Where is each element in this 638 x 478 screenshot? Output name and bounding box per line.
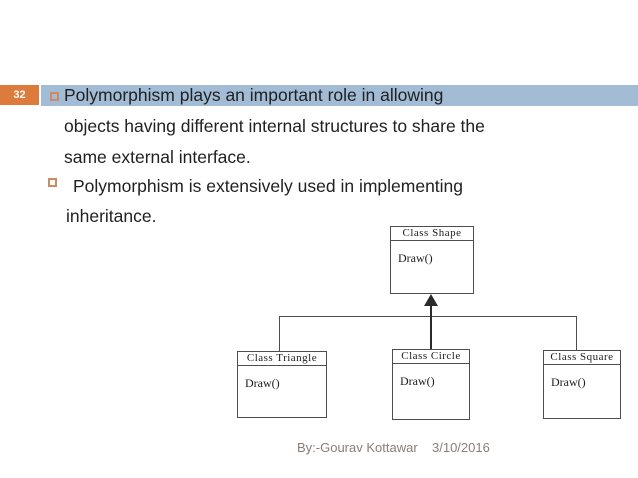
uml-class-box-circle: Class Circle Draw()	[392, 349, 470, 420]
class-method: Draw()	[398, 251, 433, 265]
inheritance-arrow-icon	[424, 294, 438, 306]
inheritance-arrow-shaft	[430, 305, 432, 350]
bullet1-line2: objects having different internal struct…	[64, 116, 485, 136]
bullet-square-icon	[50, 92, 59, 101]
class-title: Class Triangle	[238, 352, 326, 366]
footer-author: By:-Gourav Kottawar	[297, 440, 418, 455]
page-number-badge: 32	[0, 85, 39, 105]
bullet-square-icon	[48, 178, 57, 187]
class-title: Class Shape	[391, 227, 473, 241]
highlight-bar	[41, 85, 638, 106]
class-method: Draw()	[400, 374, 435, 388]
class-method: Draw()	[245, 376, 280, 390]
connector-right-stub	[576, 316, 577, 350]
bullet1-line1: Polymorphism plays an important role in …	[64, 85, 444, 105]
uml-class-box-triangle: Class Triangle Draw()	[237, 351, 327, 418]
connector-left-stub	[279, 316, 280, 351]
bullet1-line3: same external interface.	[64, 147, 251, 167]
class-title: Class Square	[544, 351, 620, 365]
connector-horizontal-line	[279, 316, 577, 317]
uml-class-box-square: Class Square Draw()	[543, 350, 621, 419]
footer-date: 3/10/2016	[432, 440, 490, 455]
class-method: Draw()	[551, 375, 586, 389]
bullet2-line1: Polymorphism is extensively used in impl…	[73, 176, 464, 196]
class-title: Class Circle	[393, 350, 469, 364]
uml-class-box-shape: Class Shape Draw()	[390, 226, 474, 294]
bullet2-line2: inheritance.	[66, 206, 157, 226]
